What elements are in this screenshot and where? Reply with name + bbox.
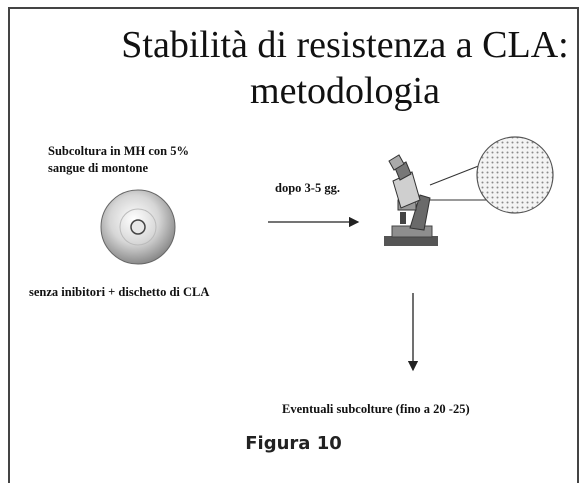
subculture-label: Eventuali subcolture (fino a 20 -25) <box>282 402 470 416</box>
title-line-1: Stabilità di resistenza a CLA: <box>121 24 569 66</box>
medium-label: Subcoltura in MH con 5% sangue di monton… <box>48 144 189 175</box>
slide-title: Stabilità di resistenza a CLA: metodolog… <box>110 22 580 114</box>
figure-caption: Figura 10 <box>245 433 342 454</box>
petri-dish-icon <box>100 189 176 265</box>
time-label: dopo 3-5 gg. <box>275 181 340 195</box>
figure-frame <box>8 7 579 483</box>
magnified-view-icon <box>429 136 554 214</box>
microscope-icon <box>384 154 438 246</box>
title-line-2: metodologia <box>250 70 440 112</box>
disk-label: senza inibitori + dischetto di CLA <box>29 285 210 299</box>
